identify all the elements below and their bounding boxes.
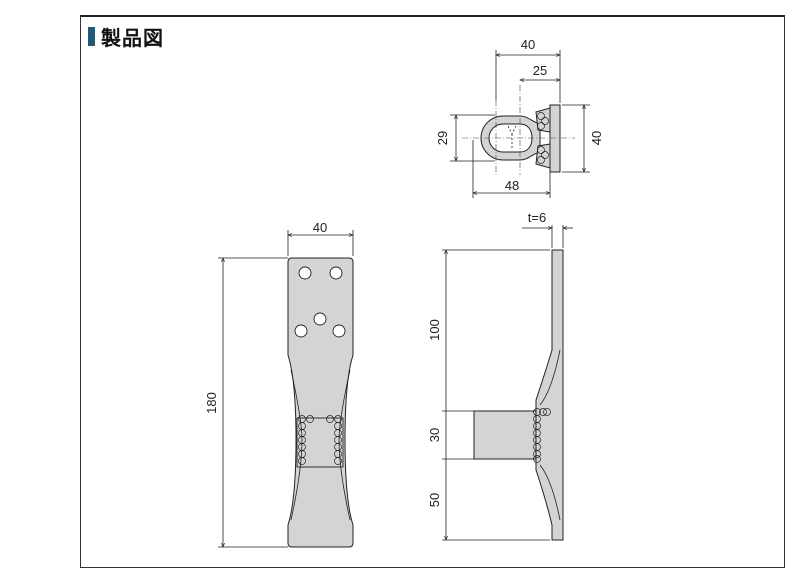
dim-top-height: 29 (435, 131, 450, 145)
dim-upper: 100 (427, 319, 442, 341)
dim-top-length: 48 (505, 178, 519, 193)
bolt-holes (294, 266, 346, 338)
ring-block (473, 410, 537, 460)
dim-block: 30 (427, 428, 442, 442)
title-text: 製品図 (101, 28, 164, 50)
dim-top-offset: 25 (533, 63, 547, 78)
front-view: 40 180 (204, 220, 353, 547)
u-ring (480, 115, 541, 161)
dim-top-width: 40 (521, 37, 535, 52)
dim-front-length: 180 (204, 392, 219, 414)
side-weld-beads (533, 408, 551, 463)
dim-thickness: t=6 (528, 210, 546, 225)
dim-flange-height: 40 (589, 131, 604, 145)
flange (549, 104, 561, 173)
dim-front-width: 40 (313, 220, 327, 235)
side-view: t=6 100 30 50 (427, 210, 573, 540)
drawing-frame (80, 15, 785, 568)
title-marker (88, 27, 95, 46)
section-title: 製品図 (88, 22, 164, 51)
top-view: 40 25 29 48 40 (435, 37, 604, 198)
weld-beads (298, 415, 342, 465)
side-plate (535, 249, 564, 541)
weld-area (296, 417, 344, 468)
dim-lower: 50 (427, 493, 442, 507)
